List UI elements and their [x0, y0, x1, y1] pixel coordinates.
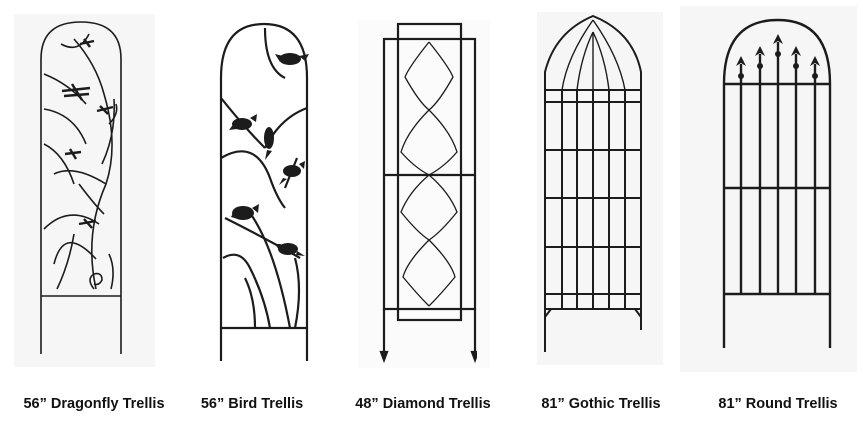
gothic-trellis-icon — [544, 14, 642, 352]
round-trellis-icon — [722, 18, 832, 348]
diamond-trellis-photo[interactable] — [379, 22, 477, 366]
caption-diamond-trellis: 48” Diamond Trellis — [355, 396, 491, 412]
caption-round-trellis: 81” Round Trellis — [718, 396, 838, 412]
bird-trellis-photo[interactable] — [215, 18, 315, 368]
diamond-trellis-icon — [379, 22, 477, 364]
dragonfly-trellis-icon — [40, 21, 122, 354]
round-trellis-photo[interactable] — [718, 14, 836, 352]
caption-bird-trellis: 56” Bird Trellis — [200, 396, 304, 412]
bird-trellis-icon — [219, 22, 309, 361]
caption-dragonfly-trellis: 56” Dragonfly Trellis — [23, 396, 165, 412]
gothic-trellis-photo[interactable] — [537, 12, 647, 355]
caption-gothic-trellis: 81” Gothic Trellis — [541, 396, 661, 412]
dragonfly-trellis-photo[interactable] — [14, 14, 155, 367]
